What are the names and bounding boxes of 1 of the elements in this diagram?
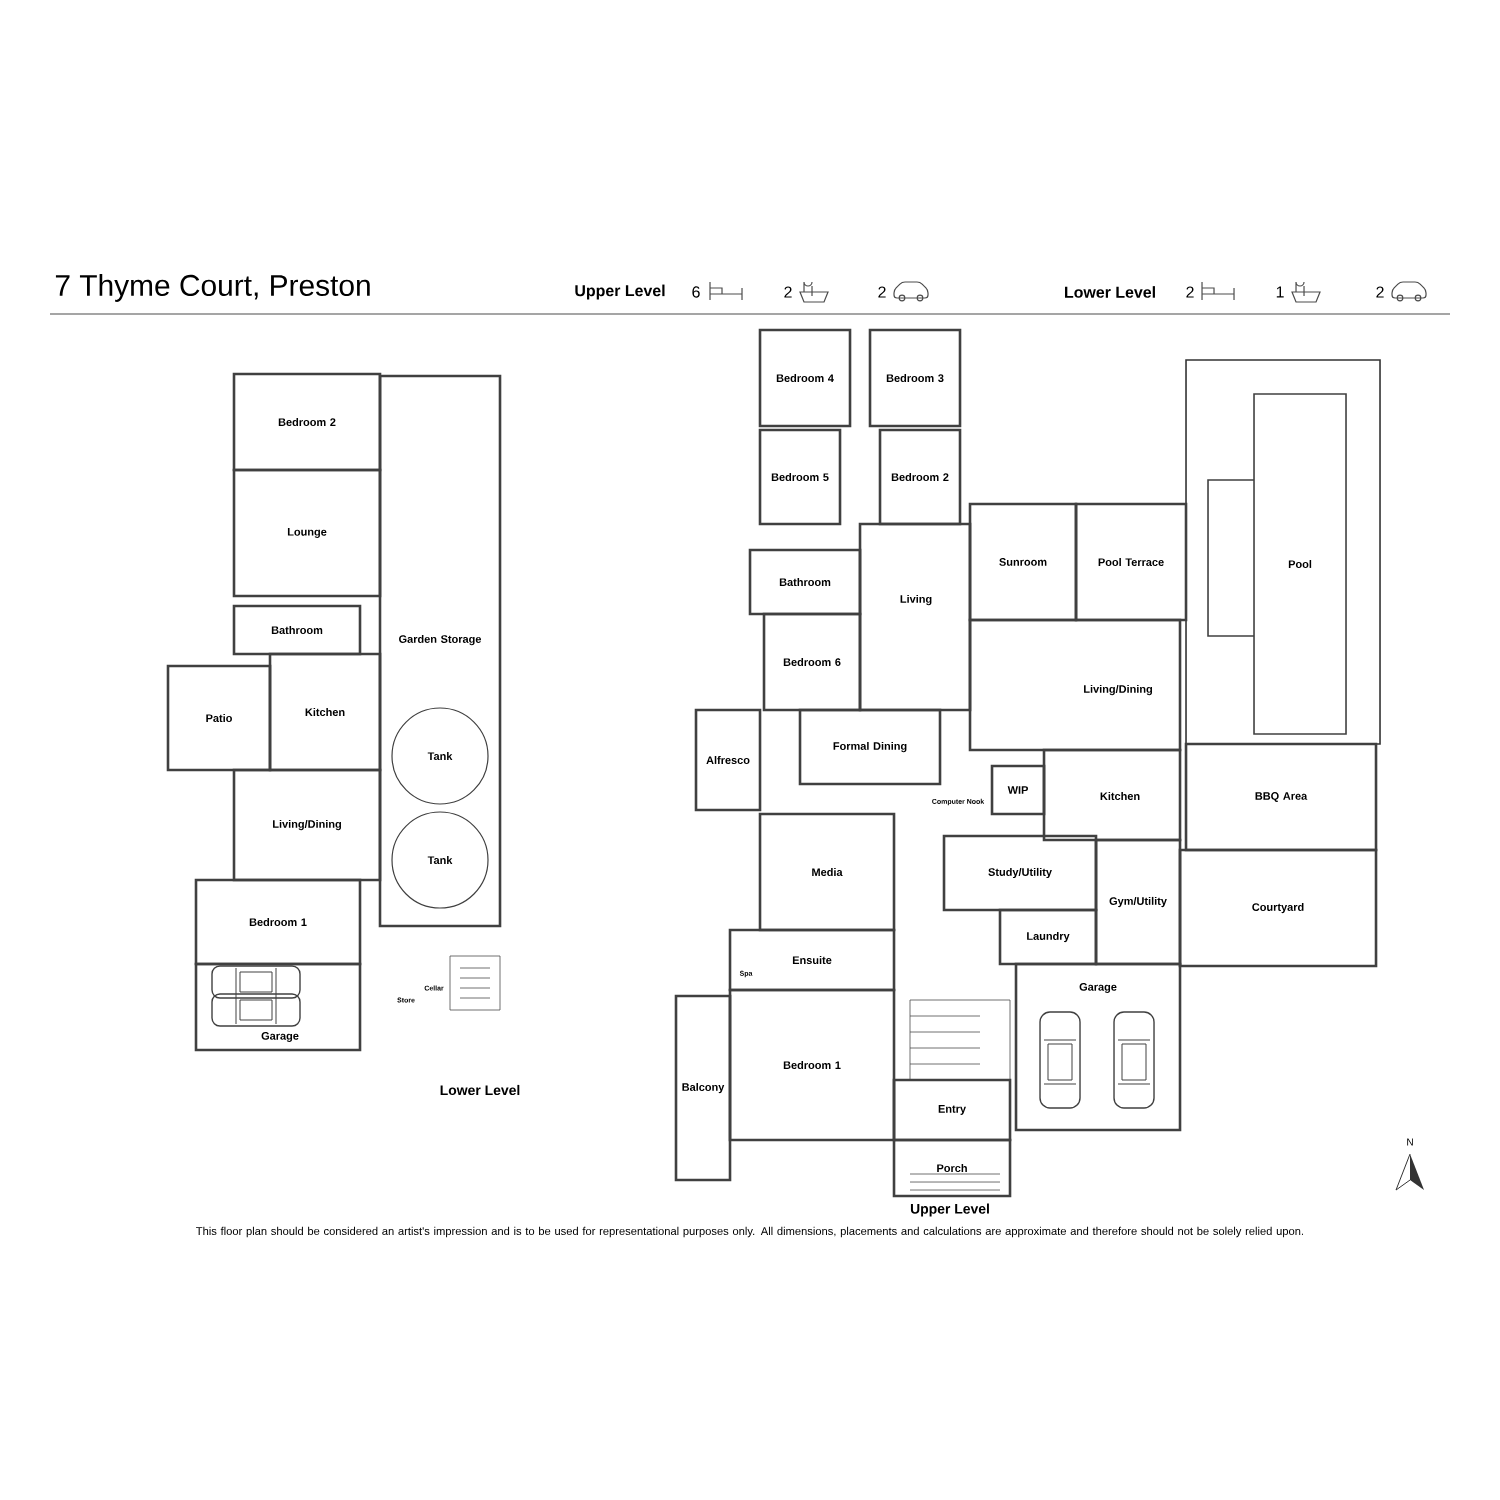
title: 7 Thyme Court, Preston (55, 274, 370, 302)
